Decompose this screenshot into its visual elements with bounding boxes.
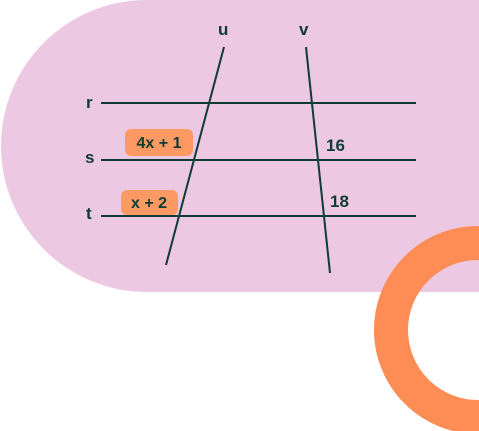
line-u bbox=[165, 46, 225, 266]
label-r: r bbox=[86, 93, 93, 112]
label-v: v bbox=[299, 20, 309, 39]
segment-label-u-lower: x + 2 bbox=[131, 195, 167, 212]
segment-badge-u-lower bbox=[121, 190, 178, 215]
segment-label-v-lower: 18 bbox=[330, 192, 349, 211]
accent-ring bbox=[374, 226, 479, 431]
segment-label-v-upper: 16 bbox=[326, 136, 345, 155]
label-s: s bbox=[85, 148, 94, 167]
label-u: u bbox=[218, 20, 228, 39]
segment-label-u-upper: 4x + 1 bbox=[137, 135, 182, 152]
line-v bbox=[305, 46, 331, 274]
background-shape bbox=[1, 0, 479, 292]
label-t: t bbox=[86, 204, 92, 223]
segment-badge-u-upper bbox=[125, 129, 193, 156]
